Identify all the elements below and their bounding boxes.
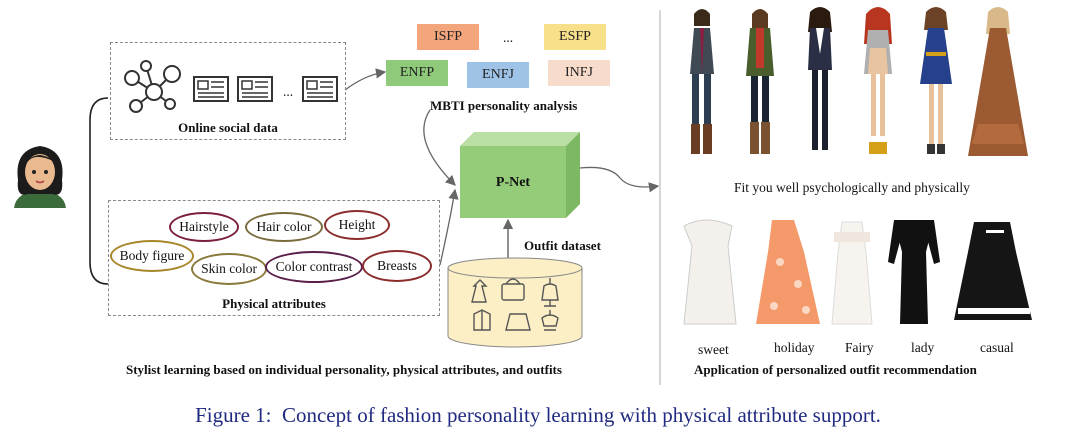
attribute-color-contrast: Color contrast [265, 251, 363, 283]
style-casual: casual [980, 340, 1014, 355]
arrow-pnet-to-output [579, 166, 660, 193]
online-social-data-label: Online social data [178, 120, 278, 135]
fit-caption: Fit you well psychologically and physica… [734, 180, 970, 195]
mbti-caption: MBTI personality analysis [430, 98, 578, 113]
arrow-attributes-to-pnet [439, 188, 459, 266]
style-sweet: sweet [698, 342, 729, 357]
attribute-hair-color: Hair color [245, 212, 323, 242]
pnet-label: P-Net [495, 175, 531, 190]
newspaper-icon [302, 76, 338, 102]
arrow-to-mbti [344, 68, 387, 91]
style-fairy: Fairy [845, 340, 874, 355]
figure-caption: Figure 1: Concept of fashion personality… [195, 403, 881, 427]
right-bottom-caption: Application of personalized outfit recom… [694, 362, 977, 377]
arrow-mbti-to-pnet [423, 109, 456, 186]
newspaper-icon [193, 76, 229, 102]
outfit-dataset-cylinder [446, 256, 584, 348]
attribute-hairstyle: Hairstyle [169, 212, 239, 242]
left-bottom-caption: Stylist learning based on individual per… [126, 362, 562, 377]
fashion-figures-illustration [676, 4, 1036, 164]
person-avatar [8, 140, 72, 208]
mbti-esfp: ESFP [544, 24, 606, 50]
attribute-body-figure: Body figure [110, 240, 194, 272]
newspaper-icon [237, 76, 273, 102]
style-holiday: holiday [774, 340, 815, 355]
social-network-icon [114, 56, 186, 118]
attribute-skin-color: Skin color [191, 253, 267, 285]
attribute-breasts: Breasts [362, 250, 432, 282]
mbti-enfj: ENFJ [467, 62, 529, 88]
mbti-isfp: ISFP [417, 24, 479, 50]
mbti-ellipsis: ... [503, 30, 514, 45]
outfit-dataset-label: Outfit dataset [524, 238, 601, 253]
mbti-infj: INFJ [548, 60, 610, 86]
physical-attributes-box [108, 200, 440, 316]
pnet-block [456, 130, 580, 220]
dresses-illustration [676, 212, 1046, 332]
attribute-height: Height [324, 210, 390, 240]
style-lady: lady [911, 340, 935, 355]
mbti-enfp: ENFP [386, 60, 448, 86]
physical-attributes-caption: Physical attributes [222, 296, 326, 311]
bracket-line [89, 97, 109, 285]
online-social-data-box [110, 42, 346, 140]
online-data-ellipsis: ... [283, 84, 294, 99]
